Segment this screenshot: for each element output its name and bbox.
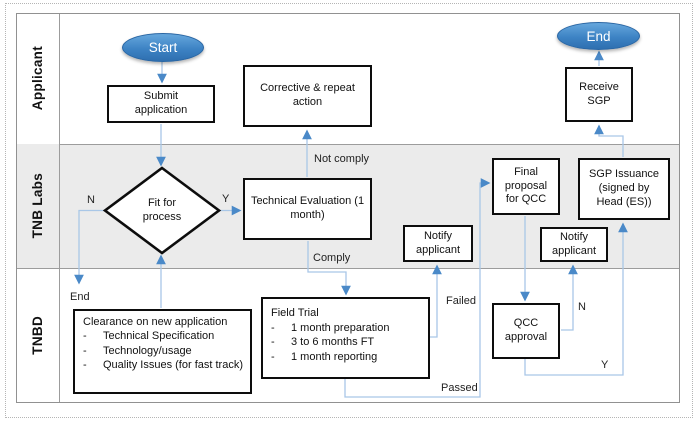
qcc-approval-text: QCC approval: [504, 317, 548, 343]
edge-fieldtrial-failed-to-notify1: [430, 264, 442, 338]
clearance-title: Clearance on new application: [83, 316, 228, 328]
lane-divider-2: [16, 268, 680, 269]
not-comply-label: Not comply: [314, 153, 370, 165]
failed-label: Failed: [446, 295, 476, 307]
end-terminator: End: [557, 22, 640, 50]
fit-for-process-text: Fit for process: [142, 196, 182, 223]
field-trial-title: Field Trial: [271, 307, 319, 319]
fit-no-label: N: [87, 194, 95, 206]
edge-fit-no-to-end-label: [74, 209, 104, 285]
comply-label: Comply: [313, 252, 351, 264]
notify-applicant-text-2: Notify applicant: [551, 230, 597, 257]
lane-label-divider: [59, 13, 60, 403]
sgp-issuance-box: SGP Issuance (signed by Head (ES)): [578, 158, 670, 220]
field-trial-item: -3 to 6 months FT: [271, 336, 375, 349]
qcc-no-label: N: [578, 301, 586, 313]
end-terminal-label: End: [70, 291, 90, 303]
clearance-box: Clearance on new application -Technical …: [73, 309, 252, 394]
submit-application-box: Submit application: [107, 85, 215, 123]
receive-sgp-box: Receive SGP: [565, 67, 633, 122]
final-proposal-qcc-box: Final proposal for QCC: [492, 158, 560, 215]
start-terminator: Start: [122, 33, 204, 62]
edge-techeval-comply-to-fieldtrial: [307, 241, 351, 296]
field-trial-box: Field Trial -1 month preparation -3 to 6…: [261, 297, 430, 379]
end-label: End: [586, 28, 611, 44]
qcc-approval-box: QCC approval: [492, 303, 560, 359]
edge-qcc-no-to-notify2: [561, 264, 578, 331]
passed-label: Passed: [441, 382, 478, 394]
submit-application-text: Submit application: [134, 90, 188, 116]
corrective-repeat-action-box: Corrective & repeat action: [243, 65, 372, 127]
qcc-yes-label: Y: [601, 359, 609, 371]
field-trial-item: -1 month preparation: [271, 321, 390, 334]
final-proposal-qcc-text: Final proposal for QCC: [504, 165, 548, 206]
edge-qcc-yes-to-sgp: [524, 222, 628, 376]
clearance-item: -Quality Issues (for fast track): [83, 358, 243, 371]
lane-label-tnb-labs: TNB Labs: [16, 144, 59, 268]
dotted-outer-border: [5, 3, 693, 418]
edge-fieldtrial-passed-to-finalproposal: [344, 178, 491, 398]
clearance-item: -Technology/usage: [83, 344, 192, 357]
receive-sgp-text: Receive SGP: [579, 80, 619, 107]
fit-for-process-diamond: [102, 166, 222, 255]
notify-applicant-box-2: Notify applicant: [540, 227, 608, 262]
clearance-item: -Technical Specification: [83, 330, 215, 343]
sgp-issuance-text: SGP Issuance (signed by Head (ES)): [588, 168, 660, 208]
fit-yes-label: Y: [222, 193, 230, 205]
start-label: Start: [148, 40, 178, 55]
technical-evaluation-text: Technical Evaluation (1 month): [250, 195, 365, 221]
corrective-repeat-action-text: Corrective & repeat action: [260, 82, 355, 108]
technical-evaluation-box: Technical Evaluation (1 month): [243, 178, 372, 240]
notify-applicant-text-1: Notify applicant: [415, 229, 461, 256]
lane-divider-1: [16, 144, 680, 145]
field-trial-item: -1 month reporting: [271, 351, 378, 364]
edge-sgp-to-receive: [594, 124, 624, 157]
notify-applicant-box-1: Notify applicant: [403, 225, 473, 262]
